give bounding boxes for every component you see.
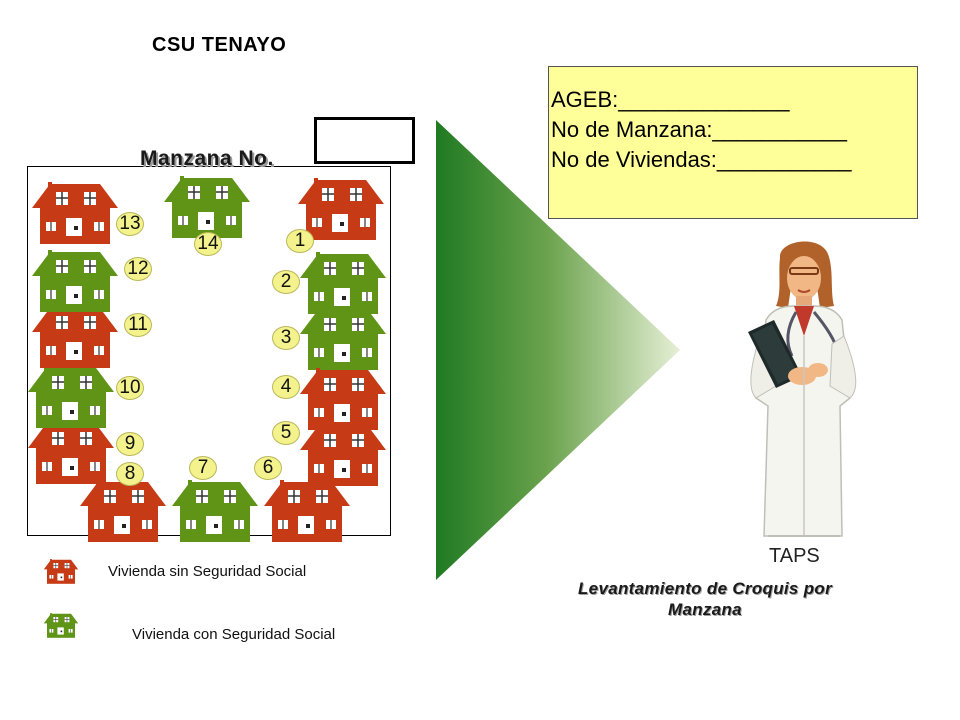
house-number-badge: 4 (272, 375, 300, 399)
page-title: CSU TENAYO (152, 34, 287, 56)
house-12-icon (30, 248, 120, 312)
house-10-icon (26, 364, 116, 428)
house-number-badge: 11 (124, 313, 152, 337)
legend-house-con-icon (43, 610, 79, 640)
taps-label: TAPS (769, 545, 820, 567)
viviendas-line: No de Viviendas:___________ (551, 147, 852, 172)
ageb-line: AGEB:______________ (551, 87, 790, 112)
house-14-icon (162, 174, 252, 238)
house-8-icon (78, 478, 168, 542)
doctor-illustration (748, 241, 857, 537)
house-3-icon (298, 306, 388, 370)
house-number-badge: 6 (254, 456, 282, 480)
manzana-label: Manzana No. (140, 147, 274, 170)
house-number-badge: 13 (116, 212, 144, 236)
house-number-badge: 2 (272, 270, 300, 294)
house-6-icon (262, 478, 352, 542)
manzana-number-box (314, 117, 415, 164)
house-9-icon (26, 420, 116, 484)
house-number-badge: 9 (116, 432, 144, 456)
house-4-icon (298, 366, 388, 430)
house-number-badge: 12 (124, 257, 152, 281)
house-number-badge: 14 (194, 232, 222, 256)
legend-sin-label: Vivienda sin Seguridad Social (108, 563, 307, 580)
caption: Levantamiento de Croquis por Manzana (578, 579, 832, 619)
house-number-badge: 3 (272, 326, 300, 350)
info-box: AGEB:______________ No de Manzana:______… (548, 66, 918, 219)
house-number-badge: 5 (272, 421, 300, 445)
house-number-badge: 7 (189, 456, 217, 480)
house-number-badge: 1 (286, 229, 314, 253)
house-13-icon (30, 180, 120, 244)
manzana-line: No de Manzana:___________ (551, 117, 848, 142)
house-1-icon (296, 176, 386, 240)
legend-house-sin-icon (43, 556, 79, 586)
house-2-icon (298, 250, 388, 314)
house-5-icon (298, 422, 388, 486)
house-7-icon (170, 478, 260, 542)
house-number-badge: 10 (116, 376, 144, 400)
house-number-badge: 8 (116, 462, 144, 486)
legend-con-label: Vivienda con Seguridad Social (132, 626, 336, 643)
house-11-icon (30, 304, 120, 368)
funnel-arrow-shape (436, 120, 680, 580)
